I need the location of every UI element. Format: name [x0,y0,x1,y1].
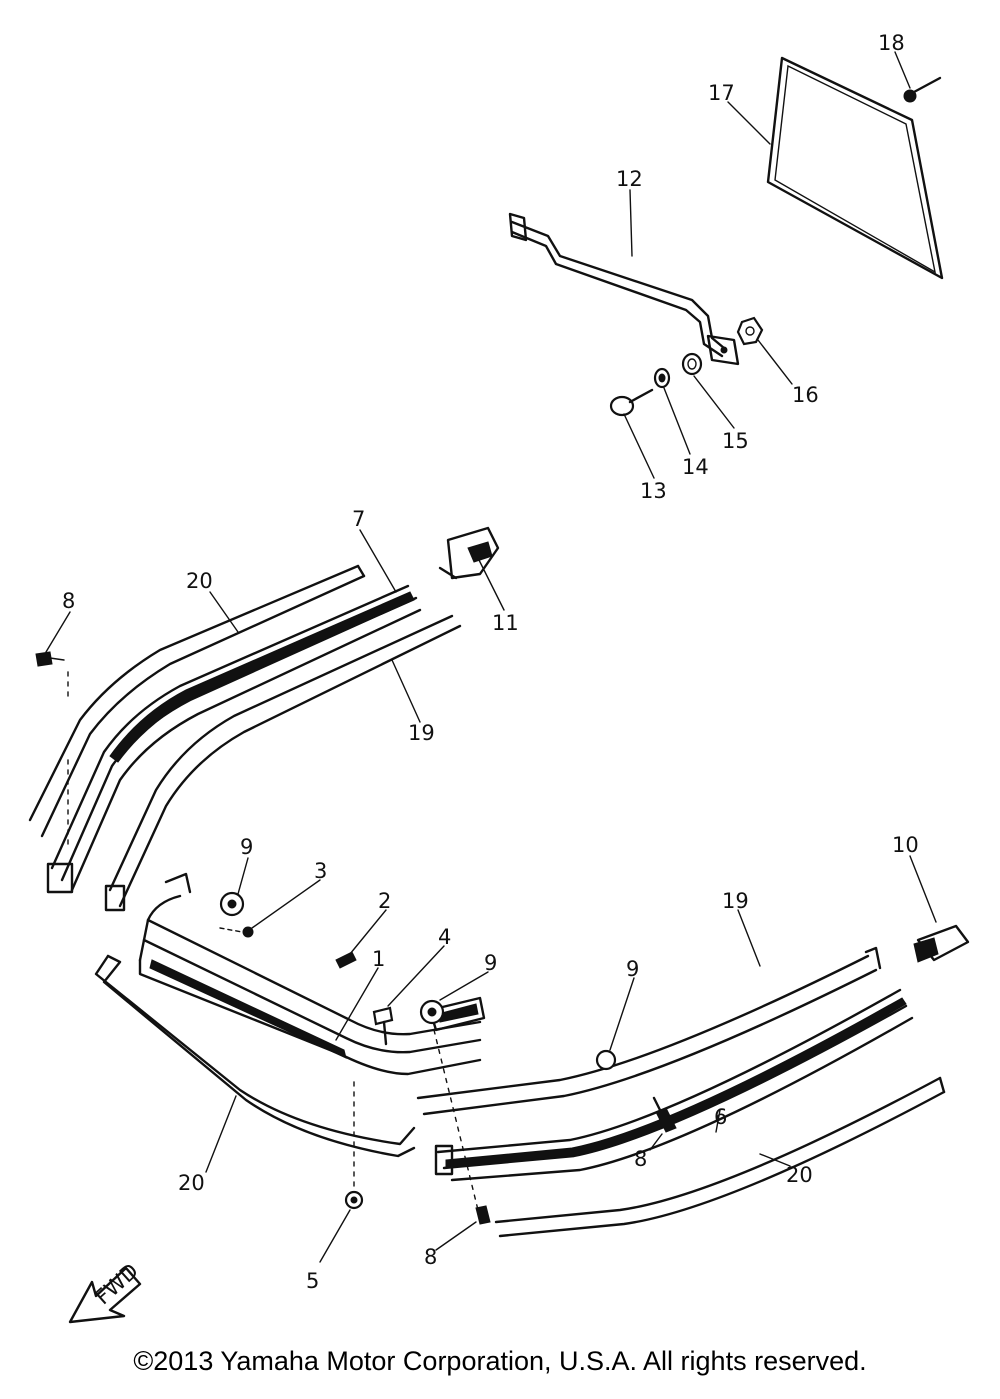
callout-9-right: 9 [626,957,639,981]
callout-18: 18 [878,31,905,55]
leader-lines [45,51,937,1263]
callout-19-upper: 19 [408,721,435,745]
callout-5: 5 [306,1269,319,1293]
callout-6: 6 [714,1105,727,1129]
part-14-washer [653,367,671,389]
callout-labels: 18 17 12 16 15 14 13 11 7 20 8 19 9 3 2 … [62,31,919,1293]
callout-20-lower-right: 20 [786,1163,813,1187]
callout-17: 17 [708,81,735,105]
part-9-grommet-left [219,891,245,917]
part-10-clip [913,924,970,963]
part-9-grommet-center [419,999,479,1211]
part-6-right-rail [434,988,914,1182]
part-8-screw-right [652,1096,677,1133]
fwd-direction-arrow-icon: FWD [68,1259,143,1324]
callout-9-center: 9 [484,951,497,975]
part-4-bolt [372,1006,394,1046]
callout-12: 12 [616,167,643,191]
callout-10: 10 [892,833,919,857]
callout-3: 3 [314,859,327,883]
part-13-bolt [609,388,654,417]
part-12-bracket [508,212,740,366]
callout-7: 7 [352,507,365,531]
callout-1: 1 [372,947,385,971]
callout-8-upper-left: 8 [62,589,75,613]
part-2-screw [335,951,357,969]
callout-8-right: 8 [634,1147,647,1171]
part-8-screw-bottom [475,1205,491,1225]
part-15-washer [681,352,703,376]
part-3-nut [219,926,254,938]
callout-20-upper: 20 [186,569,213,593]
callout-20-lower-left: 20 [178,1171,205,1195]
callout-16: 16 [792,383,819,407]
exploded-parts-diagram: FWD [28,31,970,1324]
callout-9-left: 9 [240,835,253,859]
part-19-right-strip [416,946,882,1116]
fwd-label: FWD [91,1259,143,1310]
part-1-bumper [138,872,486,1076]
callout-15: 15 [722,429,749,453]
callout-13: 13 [640,479,667,503]
part-18-screw [903,76,942,103]
part-20-upper-trim [28,564,366,838]
copyright-notice: ©2013 Yamaha Motor Corporation, U.S.A. A… [133,1346,867,1376]
callout-14: 14 [682,455,709,479]
callout-2: 2 [378,889,391,913]
callout-4: 4 [438,925,451,949]
part-20-lower-left-trim [94,954,416,1158]
callout-8-bottom: 8 [424,1245,437,1269]
part-16-nut [736,316,764,346]
part-7-upper-rail [46,584,422,894]
part-17-plate [766,56,944,280]
callout-11: 11 [492,611,519,635]
part-8-screw-upper-left [35,651,69,851]
part-20-lower-right-trim [494,1076,946,1238]
part-19-upper-strip [104,614,462,912]
part-11-clip [438,526,500,580]
callout-19-right: 19 [722,889,749,913]
